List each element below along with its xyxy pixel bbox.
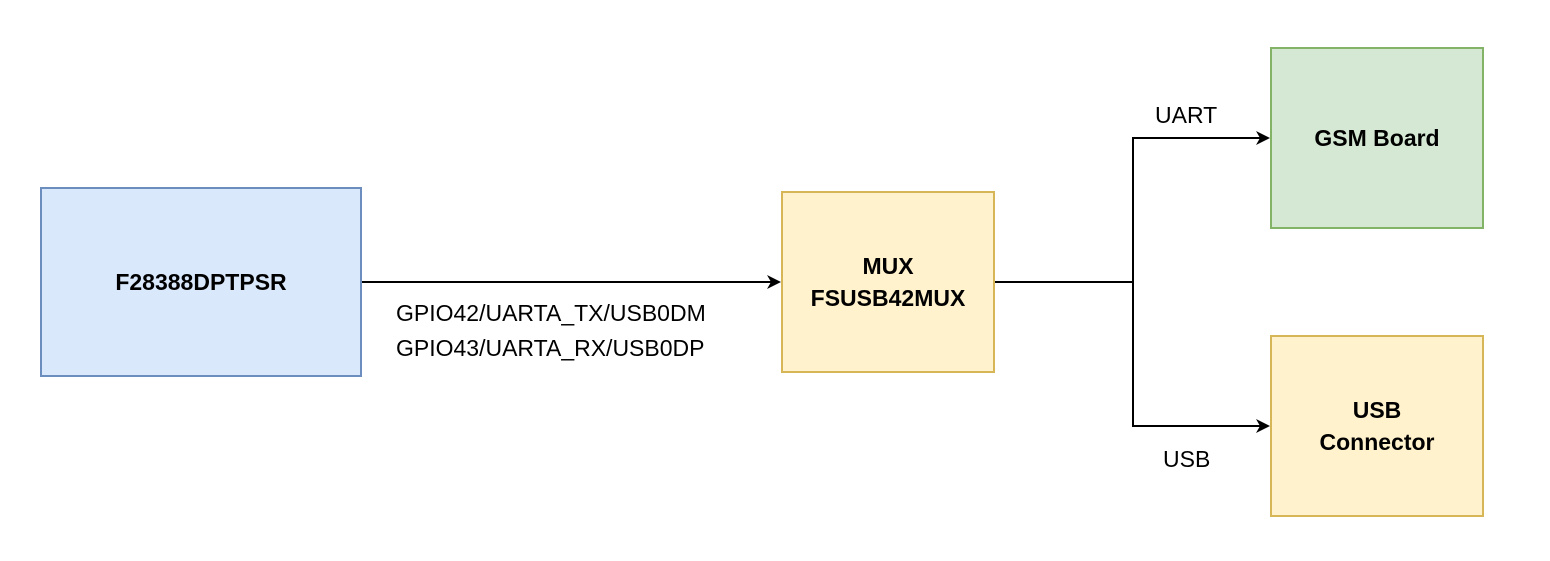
gpio42-signal-label: GPIO42/UARTA_TX/USB0DM (396, 300, 706, 326)
mcu-block: F28388DPTPSR (40, 187, 362, 377)
mux-block: MUX FSUSB42MUX (781, 191, 995, 373)
gsm-board-label: GSM Board (1314, 125, 1440, 151)
mux-block-title: MUX (862, 253, 914, 279)
mux-to-gsm-arrow (1132, 131, 1270, 282)
mcu-block-label: F28388DPTPSR (115, 269, 287, 295)
mux-to-usb-arrow (1132, 282, 1270, 433)
usb-path-label: USB (1163, 446, 1211, 472)
gpio43-signal-label: GPIO43/UARTA_RX/USB0DP (396, 335, 705, 361)
usb-connector-title: USB (1352, 397, 1402, 423)
usb-connector-subtitle: Connector (1319, 429, 1435, 455)
usb-connector-block: USB Connector (1270, 335, 1484, 517)
gsm-board-block: GSM Board (1270, 47, 1484, 229)
uart-path-label: UART (1155, 102, 1218, 128)
mux-block-part: FSUSB42MUX (810, 285, 966, 311)
